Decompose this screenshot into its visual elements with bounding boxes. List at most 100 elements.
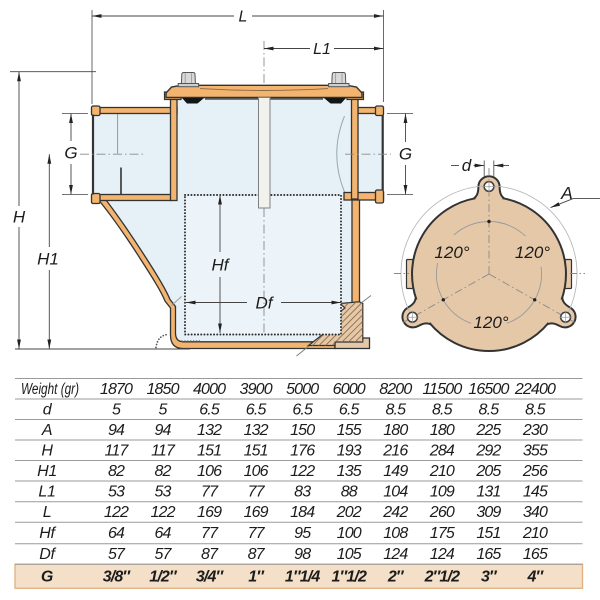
svg-text:H: H: [41, 442, 53, 459]
svg-text:132: 132: [197, 422, 222, 439]
svg-text:225: 225: [475, 422, 501, 439]
svg-text:5000: 5000: [286, 381, 319, 398]
svg-text:230: 230: [522, 422, 548, 439]
svg-text:3900: 3900: [240, 381, 273, 398]
svg-text:11500: 11500: [422, 381, 462, 398]
svg-text:H1: H1: [37, 463, 57, 480]
svg-text:176: 176: [290, 442, 315, 459]
svg-text:122: 122: [290, 463, 315, 480]
svg-text:184: 184: [290, 504, 315, 521]
svg-text:53: 53: [154, 484, 171, 501]
svg-text:165: 165: [523, 546, 548, 563]
svg-text:6000: 6000: [333, 381, 366, 398]
svg-text:175: 175: [430, 525, 455, 542]
svg-text:6.5: 6.5: [199, 401, 220, 418]
svg-text:1″1/4: 1″1/4: [285, 568, 321, 585]
svg-text:G: G: [64, 144, 77, 163]
svg-text:L1: L1: [313, 41, 331, 58]
svg-text:122: 122: [150, 504, 175, 521]
svg-text:202: 202: [336, 504, 362, 521]
svg-text:6.5: 6.5: [246, 401, 267, 418]
svg-text:Hf: Hf: [39, 525, 56, 542]
svg-text:150: 150: [290, 422, 315, 439]
svg-text:180: 180: [383, 422, 408, 439]
svg-text:355: 355: [523, 442, 548, 459]
svg-text:22400: 22400: [514, 381, 556, 398]
svg-text:A: A: [560, 183, 573, 203]
svg-text:Df: Df: [256, 294, 275, 313]
svg-text:A: A: [41, 422, 52, 439]
svg-text:G: G: [41, 568, 53, 585]
svg-text:151: 151: [476, 525, 500, 542]
svg-text:210: 210: [429, 463, 455, 480]
svg-text:284: 284: [429, 442, 455, 459]
svg-text:104: 104: [383, 484, 408, 501]
svg-text:64: 64: [108, 525, 125, 542]
svg-text:5: 5: [112, 401, 121, 418]
svg-text:117: 117: [105, 442, 130, 459]
svg-text:216: 216: [382, 442, 408, 459]
svg-text:135: 135: [337, 463, 362, 480]
svg-text:180: 180: [430, 422, 455, 439]
svg-text:16500: 16500: [468, 381, 509, 398]
svg-text:4000: 4000: [193, 381, 226, 398]
svg-text:87: 87: [248, 546, 266, 563]
svg-text:77: 77: [248, 484, 266, 501]
svg-text:122: 122: [104, 504, 129, 521]
svg-text:H: H: [13, 208, 26, 227]
svg-text:3/4″: 3/4″: [196, 568, 225, 585]
svg-text:131: 131: [476, 484, 500, 501]
svg-text:1″1/2: 1″1/2: [331, 568, 367, 585]
svg-text:151: 151: [244, 442, 268, 459]
svg-text:1″: 1″: [248, 568, 265, 585]
svg-text:95: 95: [294, 525, 311, 542]
svg-text:d: d: [462, 156, 472, 175]
svg-text:83: 83: [294, 484, 311, 501]
svg-text:57: 57: [154, 546, 172, 563]
svg-text:1/2″: 1/2″: [149, 568, 178, 585]
svg-text:2″: 2″: [387, 568, 405, 585]
svg-text:260: 260: [429, 504, 455, 521]
svg-text:8.5: 8.5: [479, 401, 500, 418]
svg-text:120°: 120°: [515, 243, 550, 262]
svg-text:L: L: [43, 504, 52, 521]
svg-text:G: G: [399, 145, 412, 164]
svg-text:309: 309: [476, 504, 501, 521]
svg-text:165: 165: [476, 546, 501, 563]
svg-text:205: 205: [475, 463, 501, 480]
svg-text:8.5: 8.5: [385, 401, 406, 418]
svg-text:120°: 120°: [473, 313, 508, 332]
svg-text:87: 87: [201, 546, 219, 563]
svg-text:2″1/2: 2″1/2: [424, 568, 461, 585]
svg-text:8.5: 8.5: [525, 401, 546, 418]
svg-text:Hf: Hf: [212, 256, 231, 275]
svg-text:d: d: [43, 401, 53, 418]
svg-text:117: 117: [151, 442, 176, 459]
svg-text:77: 77: [248, 525, 266, 542]
svg-text:1870: 1870: [100, 381, 133, 398]
svg-text:169: 169: [197, 504, 222, 521]
svg-text:106: 106: [244, 463, 269, 480]
svg-text:57: 57: [108, 546, 126, 563]
svg-text:94: 94: [154, 422, 171, 439]
svg-text:88: 88: [341, 484, 358, 501]
svg-text:100: 100: [337, 525, 362, 542]
svg-text:8200: 8200: [379, 381, 412, 398]
svg-text:82: 82: [154, 463, 171, 480]
svg-text:6.5: 6.5: [292, 401, 313, 418]
svg-text:77: 77: [201, 525, 219, 542]
svg-text:6.5: 6.5: [339, 401, 360, 418]
svg-text:98: 98: [294, 546, 311, 563]
svg-text:109: 109: [430, 484, 455, 501]
svg-text:82: 82: [108, 463, 125, 480]
svg-text:H1: H1: [37, 250, 59, 269]
svg-text:53: 53: [108, 484, 125, 501]
svg-text:105: 105: [337, 546, 362, 563]
svg-text:292: 292: [475, 442, 501, 459]
svg-text:77: 77: [201, 484, 219, 501]
svg-text:124: 124: [383, 546, 408, 563]
svg-text:210: 210: [522, 525, 548, 542]
svg-text:3/8″: 3/8″: [103, 568, 132, 585]
svg-text:149: 149: [383, 463, 408, 480]
svg-text:94: 94: [108, 422, 125, 439]
